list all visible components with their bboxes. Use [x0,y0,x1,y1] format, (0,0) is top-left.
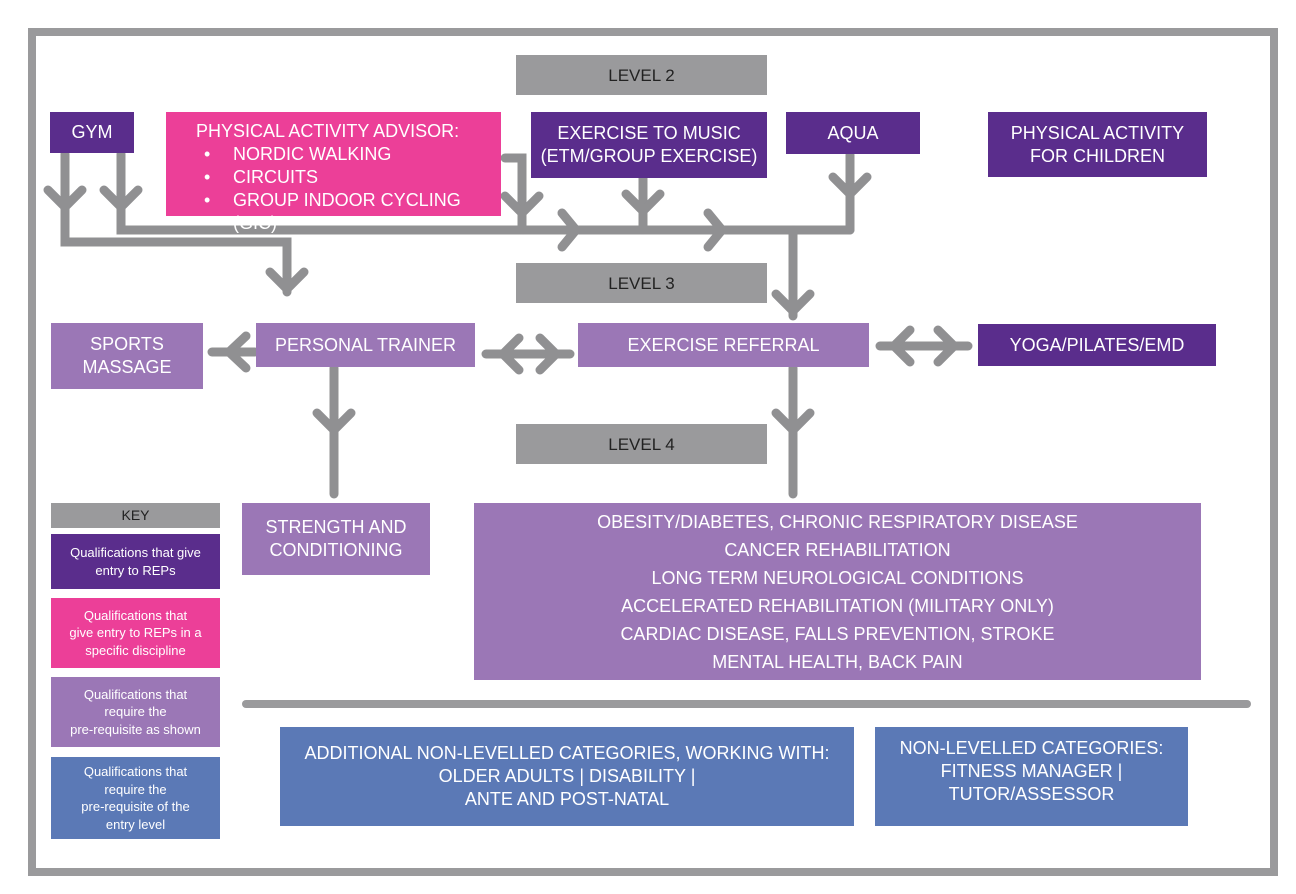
key-discipline-swatch: Qualifications that give entry to REPs i… [51,598,220,668]
arrowhead [703,208,728,252]
gym-box: GYM [50,112,134,153]
strength-box: STRENGTH AND CONDITIONING [242,503,430,575]
specialism-item: OBESITY/DIABETES, CHRONIC RESPIRATORY DI… [597,511,1078,532]
pa-children-box: PHYSICAL ACTIVITY FOR CHILDREN [988,112,1207,177]
key-title: KEY [51,503,220,528]
arrowhead [496,333,524,375]
aqua-box: AQUA [786,112,920,154]
list-item: NORDIC WALKING [204,143,501,166]
exercise-referral-box: EXERCISE REFERRAL [578,323,869,367]
arrowhead [43,185,87,214]
arrowhead [887,325,915,367]
specialism-item: MENTAL HEALTH, BACK PAIN [712,651,963,672]
key-prereq-shown-swatch: Qualifications that require the pre-requ… [51,677,220,747]
non-levelled-categories-box: NON-LEVELLED CATEGORIES: FITNESS MANAGER… [875,727,1188,826]
specialism-item: CANCER REHABILITATION [724,539,951,560]
sports-massage-box: SPORTS MASSAGE [51,323,203,389]
arrowhead [265,267,309,296]
arrowhead [621,189,665,218]
arrowhead [557,208,582,252]
level-3-label: LEVEL 3 [516,263,767,303]
additional-categories-box: ADDITIONAL NON-LEVELLED CATEGORIES, WORK… [280,727,854,826]
arrowhead [535,333,563,375]
specialism-item: LONG TERM NEUROLOGICAL CONDITIONS [651,567,1024,588]
key-prereq-entry-swatch: Qualifications that require the pre-requ… [51,757,220,839]
level-4-label: LEVEL 4 [516,424,767,464]
gym-to-pt-line [60,149,292,297]
pa-advisor-line [500,153,527,235]
arrowhead [771,408,815,437]
yoga-box: YOGA/PILATES/EMD [978,324,1216,366]
arrowhead [933,325,961,367]
list-item: CIRCUITS [204,166,501,189]
list-item: GROUP INDOOR CYCLING (GIC) [204,189,501,235]
arrowhead [500,191,544,220]
specialism-item: ACCELERATED REHABILITATION (MILITARY ONL… [621,595,1054,616]
level-2-label: LEVEL 2 [516,55,767,95]
main-bus-line [116,149,855,235]
pa-advisor-list: NORDIC WALKING CIRCUITS GROUP INDOOR CYC… [196,143,501,235]
specialisms-box: OBESITY/DIABETES, CHRONIC RESPIRATORY DI… [474,503,1201,680]
arrowhead [99,185,143,214]
etm-box: EXERCISE TO MUSIC (ETM/GROUP EXERCISE) [531,112,767,178]
personal-trainer-box: PERSONAL TRAINER [256,323,475,367]
pa-advisor-box: PHYSICAL ACTIVITY ADVISOR: NORDIC WALKIN… [166,112,501,233]
pa-advisor-title: PHYSICAL ACTIVITY ADVISOR: [196,121,460,141]
arrowhead [312,408,356,437]
key-entry-swatch: Qualifications that give entry to REPs [51,534,220,589]
specialism-item: CARDIAC DISEASE, FALLS PREVENTION, STROK… [620,623,1055,644]
arrowhead [222,331,251,373]
arrowhead [771,289,815,318]
arrowhead [828,172,872,201]
